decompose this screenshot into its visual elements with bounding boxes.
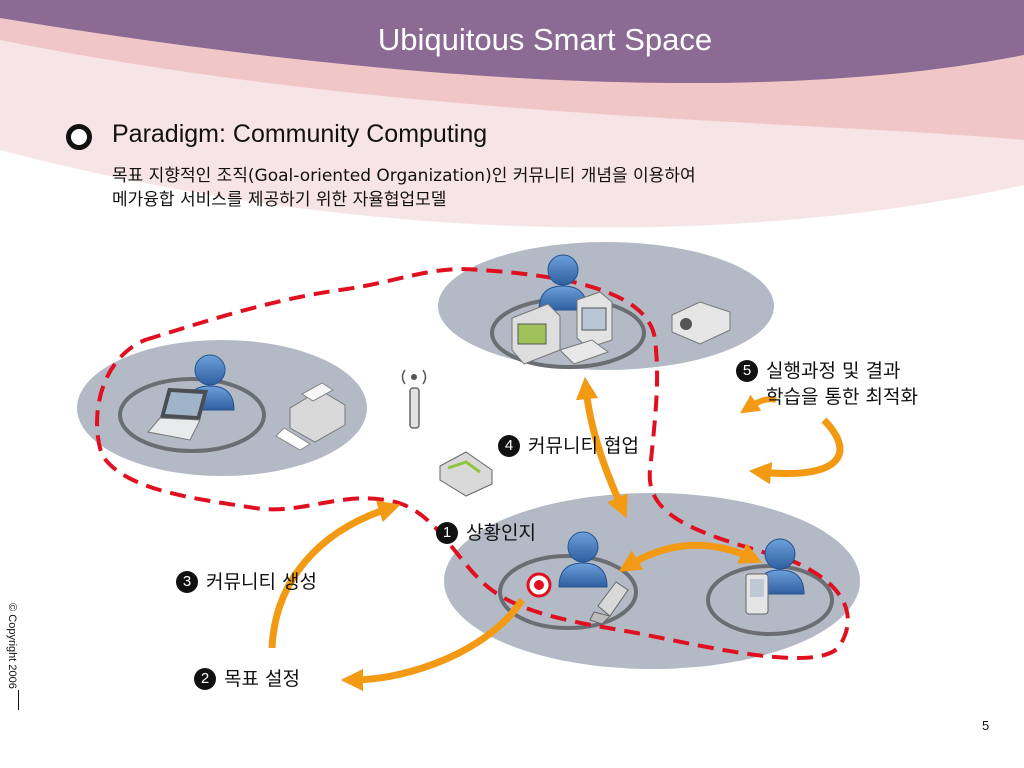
step-5-label-line-1: 실행과정 및 결과: [766, 360, 901, 382]
bullet-circle-icon: [66, 124, 92, 150]
step-3: 3 커뮤니티 생성: [176, 569, 317, 595]
wireless-antenna-icon: [401, 369, 427, 429]
ring-bottom-right: [706, 564, 834, 636]
step-1: 1 상황인지: [436, 520, 536, 546]
step-5: 5 실행과정 및 결과 학습을 통한 최적화: [736, 358, 918, 410]
laptop-icon: [147, 388, 208, 441]
arrow-optimization: [748, 417, 844, 485]
mobile-phone-icon: [589, 581, 629, 625]
section-heading: Paradigm: Community Computing: [112, 120, 488, 148]
printer-icon: [275, 382, 346, 451]
community-boundary: [95, 267, 850, 660]
slide-title: Ubiquitous Smart Space: [377, 22, 713, 57]
step-1-number: 1: [436, 522, 458, 544]
router-icon: [439, 451, 493, 497]
step-2-number: 2: [194, 668, 216, 690]
step-3-number: 3: [176, 571, 198, 593]
arrow-community-creation: [268, 500, 401, 649]
arrow-community-collaboration: [575, 376, 628, 519]
step-1-label: 상황인지: [466, 522, 536, 544]
projector-icon: [671, 301, 731, 345]
step-2: 2 목표 설정: [194, 666, 300, 692]
target-sensor-icon: [526, 572, 552, 598]
arrow-bottom-collaboration: [618, 541, 763, 572]
page-number: 5: [982, 718, 990, 733]
desktop-computer-icon: [511, 291, 613, 365]
step-3-label: 커뮤니티 생성: [206, 571, 317, 593]
description-line-2: 메가융합 서비스를 제공하기 위한 자율협업모델: [112, 190, 447, 210]
step-5-label: 실행과정 및 결과 학습을 통한 최적화: [766, 358, 918, 410]
arrow-optimization-tail: [740, 394, 777, 414]
section-description: 목표 지향적인 조직(Goal-oriented Organization)인 …: [112, 164, 852, 212]
header-background: [0, 0, 1024, 228]
ring-bottom-left: [498, 554, 638, 630]
step-4-number: 4: [498, 435, 520, 457]
step-5-label-line-2: 학습을 통한 최적화: [766, 386, 918, 408]
step-4-label: 커뮤니티 협업: [528, 435, 639, 457]
step-4: 4 커뮤니티 협업: [498, 433, 639, 459]
copyright-notice: © Copyright 2006: [6, 603, 18, 689]
step-5-number: 5: [736, 360, 758, 382]
description-line-1: 목표 지향적인 조직(Goal-oriented Organization)인 …: [112, 166, 696, 186]
copyright-divider: [18, 690, 19, 710]
ring-left: [118, 377, 266, 453]
pda-icon: [745, 573, 769, 615]
arrow-goal-setting: [340, 598, 525, 692]
step-2-label: 목표 설정: [224, 668, 300, 690]
